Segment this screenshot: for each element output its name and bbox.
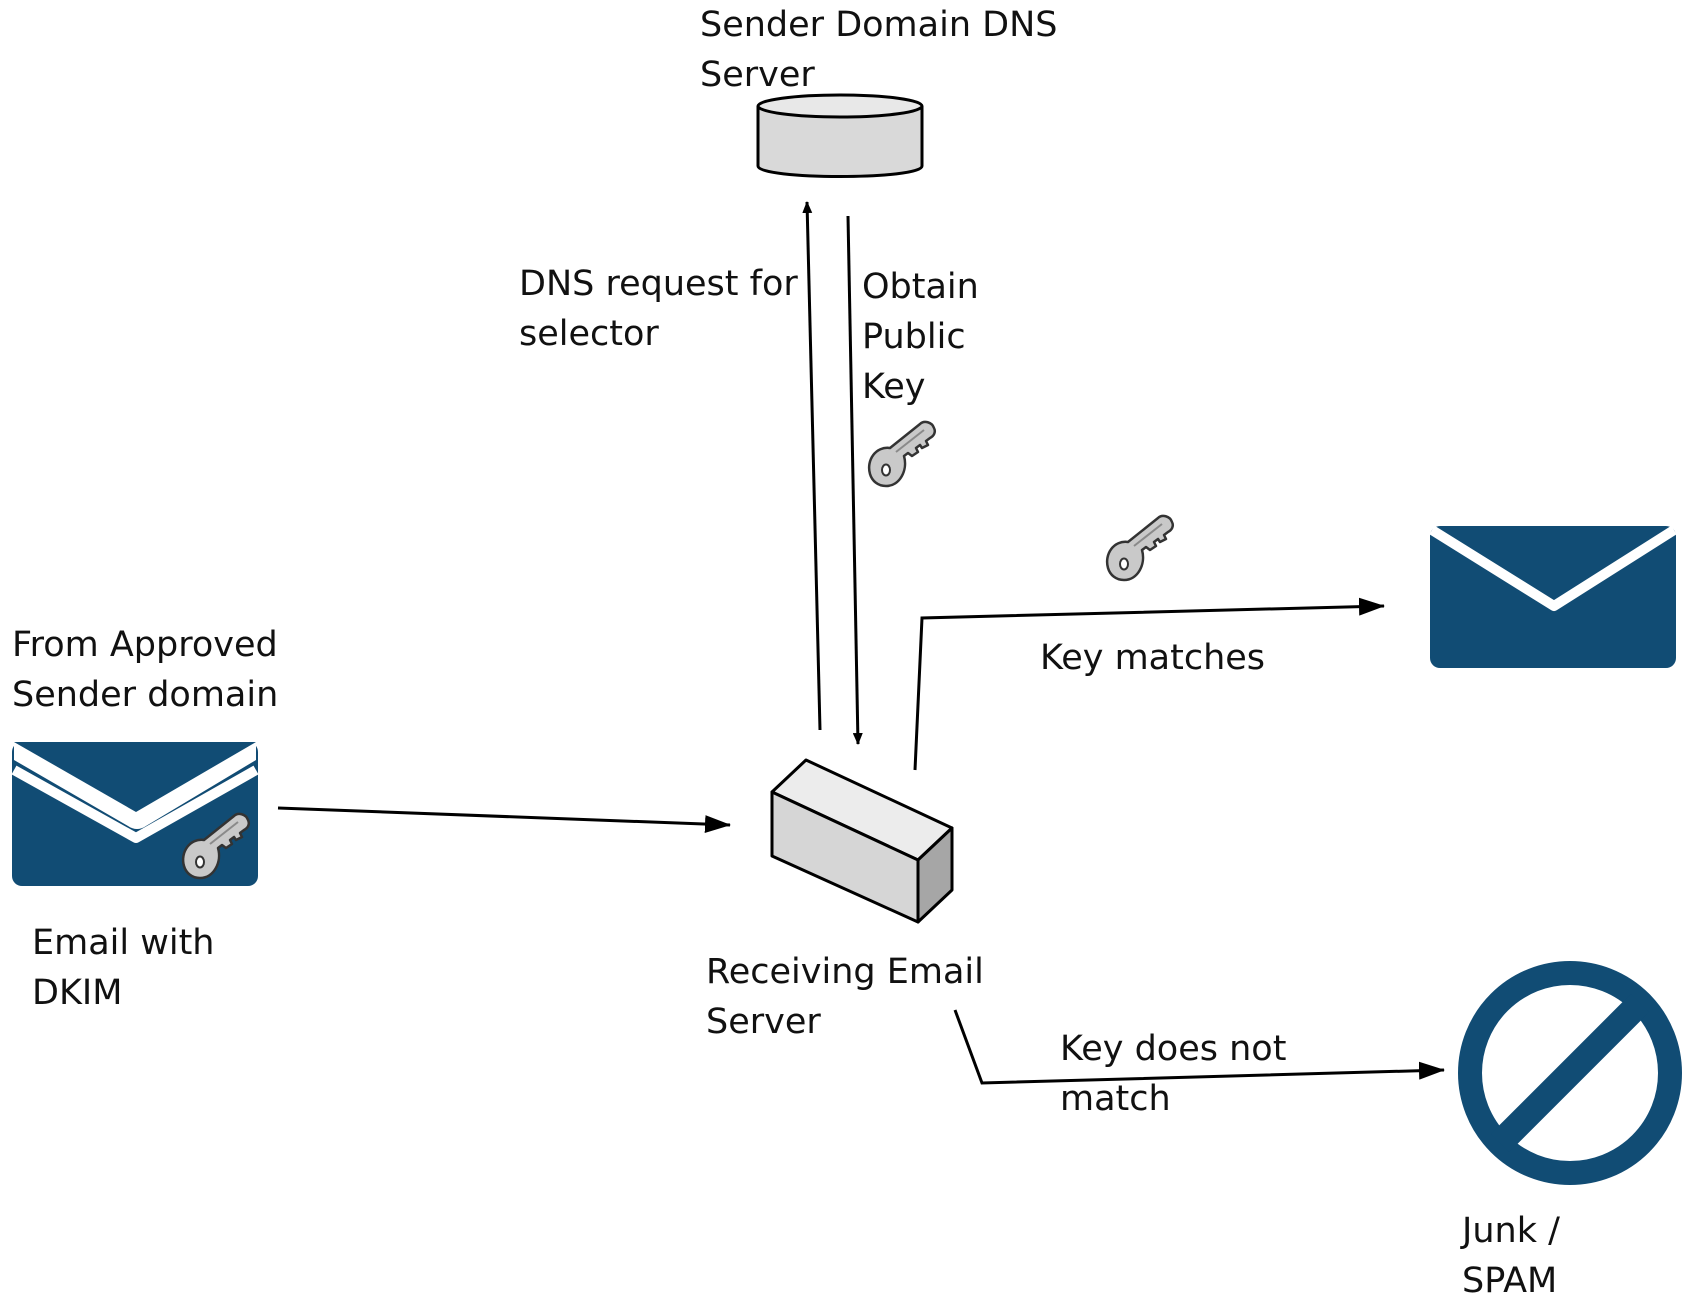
key-no-match-label-line-2: match: [1060, 1079, 1171, 1119]
no-entry-icon: [1458, 961, 1682, 1185]
public-key-return-arrow: [846, 215, 863, 745]
delivered-email-envelope-icon: [1429, 525, 1677, 668]
key-no-match-label: Key does not match: [1060, 1024, 1286, 1124]
receiving-server-label-line-2: Server: [706, 1002, 821, 1042]
dns-server-icon: [756, 93, 924, 178]
obtain-key-label: Obtain Public Key: [862, 262, 979, 412]
incoming-email-envelope-icon: [11, 742, 259, 886]
email-dkim-label-line-2: DKIM: [32, 973, 123, 1013]
dns-request-label: DNS request for selector: [519, 259, 798, 359]
public-key-icon: [867, 420, 937, 488]
approved-sender-label: From Approved Sender domain: [12, 620, 278, 720]
email-dkim-label: Email with DKIM: [32, 918, 215, 1018]
junk-spam-label-line-1: Junk /: [1462, 1211, 1560, 1251]
receiving-server-icon: [770, 758, 954, 924]
dns-server-label: Sender Domain DNS Server: [700, 0, 1058, 100]
junk-spam-label: Junk / SPAM: [1462, 1206, 1560, 1306]
key-matches-label: Key matches: [1040, 633, 1265, 683]
dns-request-label-line-1: DNS request for: [519, 264, 798, 304]
key-no-match-label-line-1: Key does not: [1060, 1029, 1287, 1069]
dns-request-arrow: [802, 201, 822, 731]
dns-request-label-line-2: selector: [519, 314, 659, 354]
key-matches-arrow: [913, 597, 1385, 771]
dns-server-label-line-1: Sender Domain DNS: [700, 5, 1058, 45]
obtain-key-label-line-1: Obtain: [862, 267, 979, 307]
receiving-server-label-line-1: Receiving Email: [706, 952, 984, 992]
key-no-match-arrow: [953, 1009, 1445, 1085]
junk-spam-label-line-2: SPAM: [1462, 1261, 1558, 1301]
obtain-key-label-line-3: Key: [862, 367, 926, 407]
matching-key-icon: [1105, 514, 1175, 582]
receiving-server-label: Receiving Email Server: [706, 947, 984, 1047]
email-dkim-label-line-1: Email with: [32, 923, 215, 963]
key-matches-label-text: Key matches: [1040, 638, 1266, 678]
dns-server-label-line-2: Server: [700, 55, 815, 95]
approved-sender-label-line-1: From Approved: [12, 625, 278, 665]
approved-sender-label-line-2: Sender domain: [12, 675, 279, 715]
incoming-email-arrow: [277, 806, 731, 834]
obtain-key-label-line-2: Public: [862, 317, 966, 357]
